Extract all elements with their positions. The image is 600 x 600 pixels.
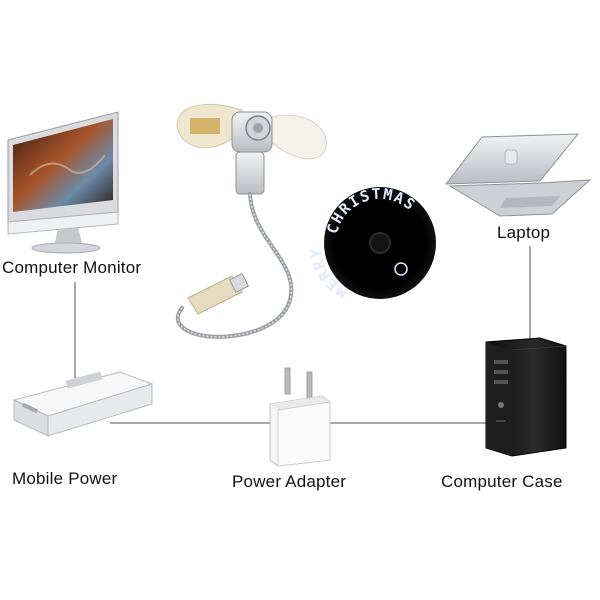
led-message-fan-icon: CHRISTMAS MERRY bbox=[307, 185, 436, 301]
mobile-power-label: Mobile Power bbox=[12, 469, 118, 488]
power-adapter-label: Power Adapter bbox=[232, 472, 347, 491]
power-adapter-icon bbox=[269, 367, 331, 467]
computer-case-icon bbox=[485, 337, 567, 457]
power-bank-icon bbox=[12, 371, 154, 437]
computer-monitor-label: Computer Monitor bbox=[2, 258, 142, 277]
laptop-label: Laptop bbox=[497, 223, 551, 242]
computer-case-label: Computer Case bbox=[441, 472, 563, 491]
cables bbox=[74, 246, 531, 424]
usb-fan-icon bbox=[175, 103, 327, 339]
laptop-icon bbox=[444, 133, 592, 217]
monitor-icon bbox=[7, 111, 119, 254]
